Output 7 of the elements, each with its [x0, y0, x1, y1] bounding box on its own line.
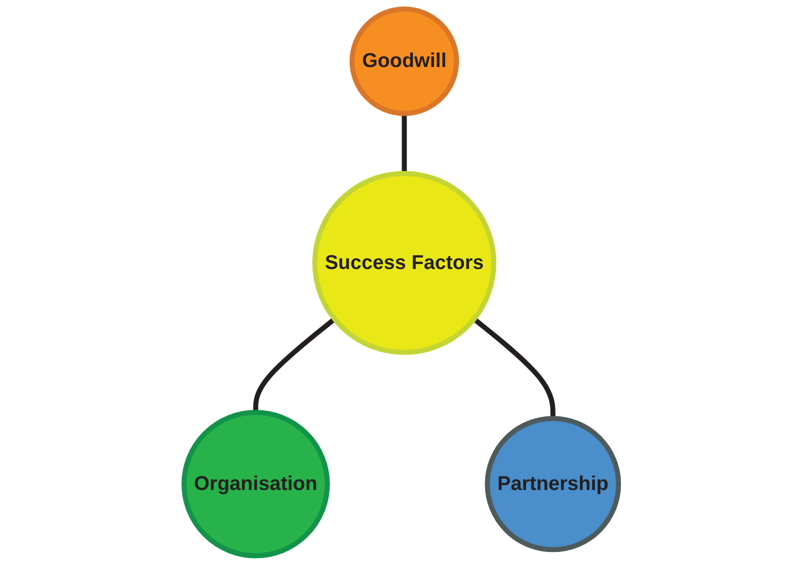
node-circle: Partnership — [485, 416, 622, 552]
connector — [402, 113, 408, 174]
connector — [253, 316, 336, 412]
node-circle: Organisation — [182, 410, 330, 558]
node-circle: Goodwill — [350, 6, 460, 116]
node-circle: Success Factors — [312, 170, 497, 355]
connector — [472, 316, 556, 418]
